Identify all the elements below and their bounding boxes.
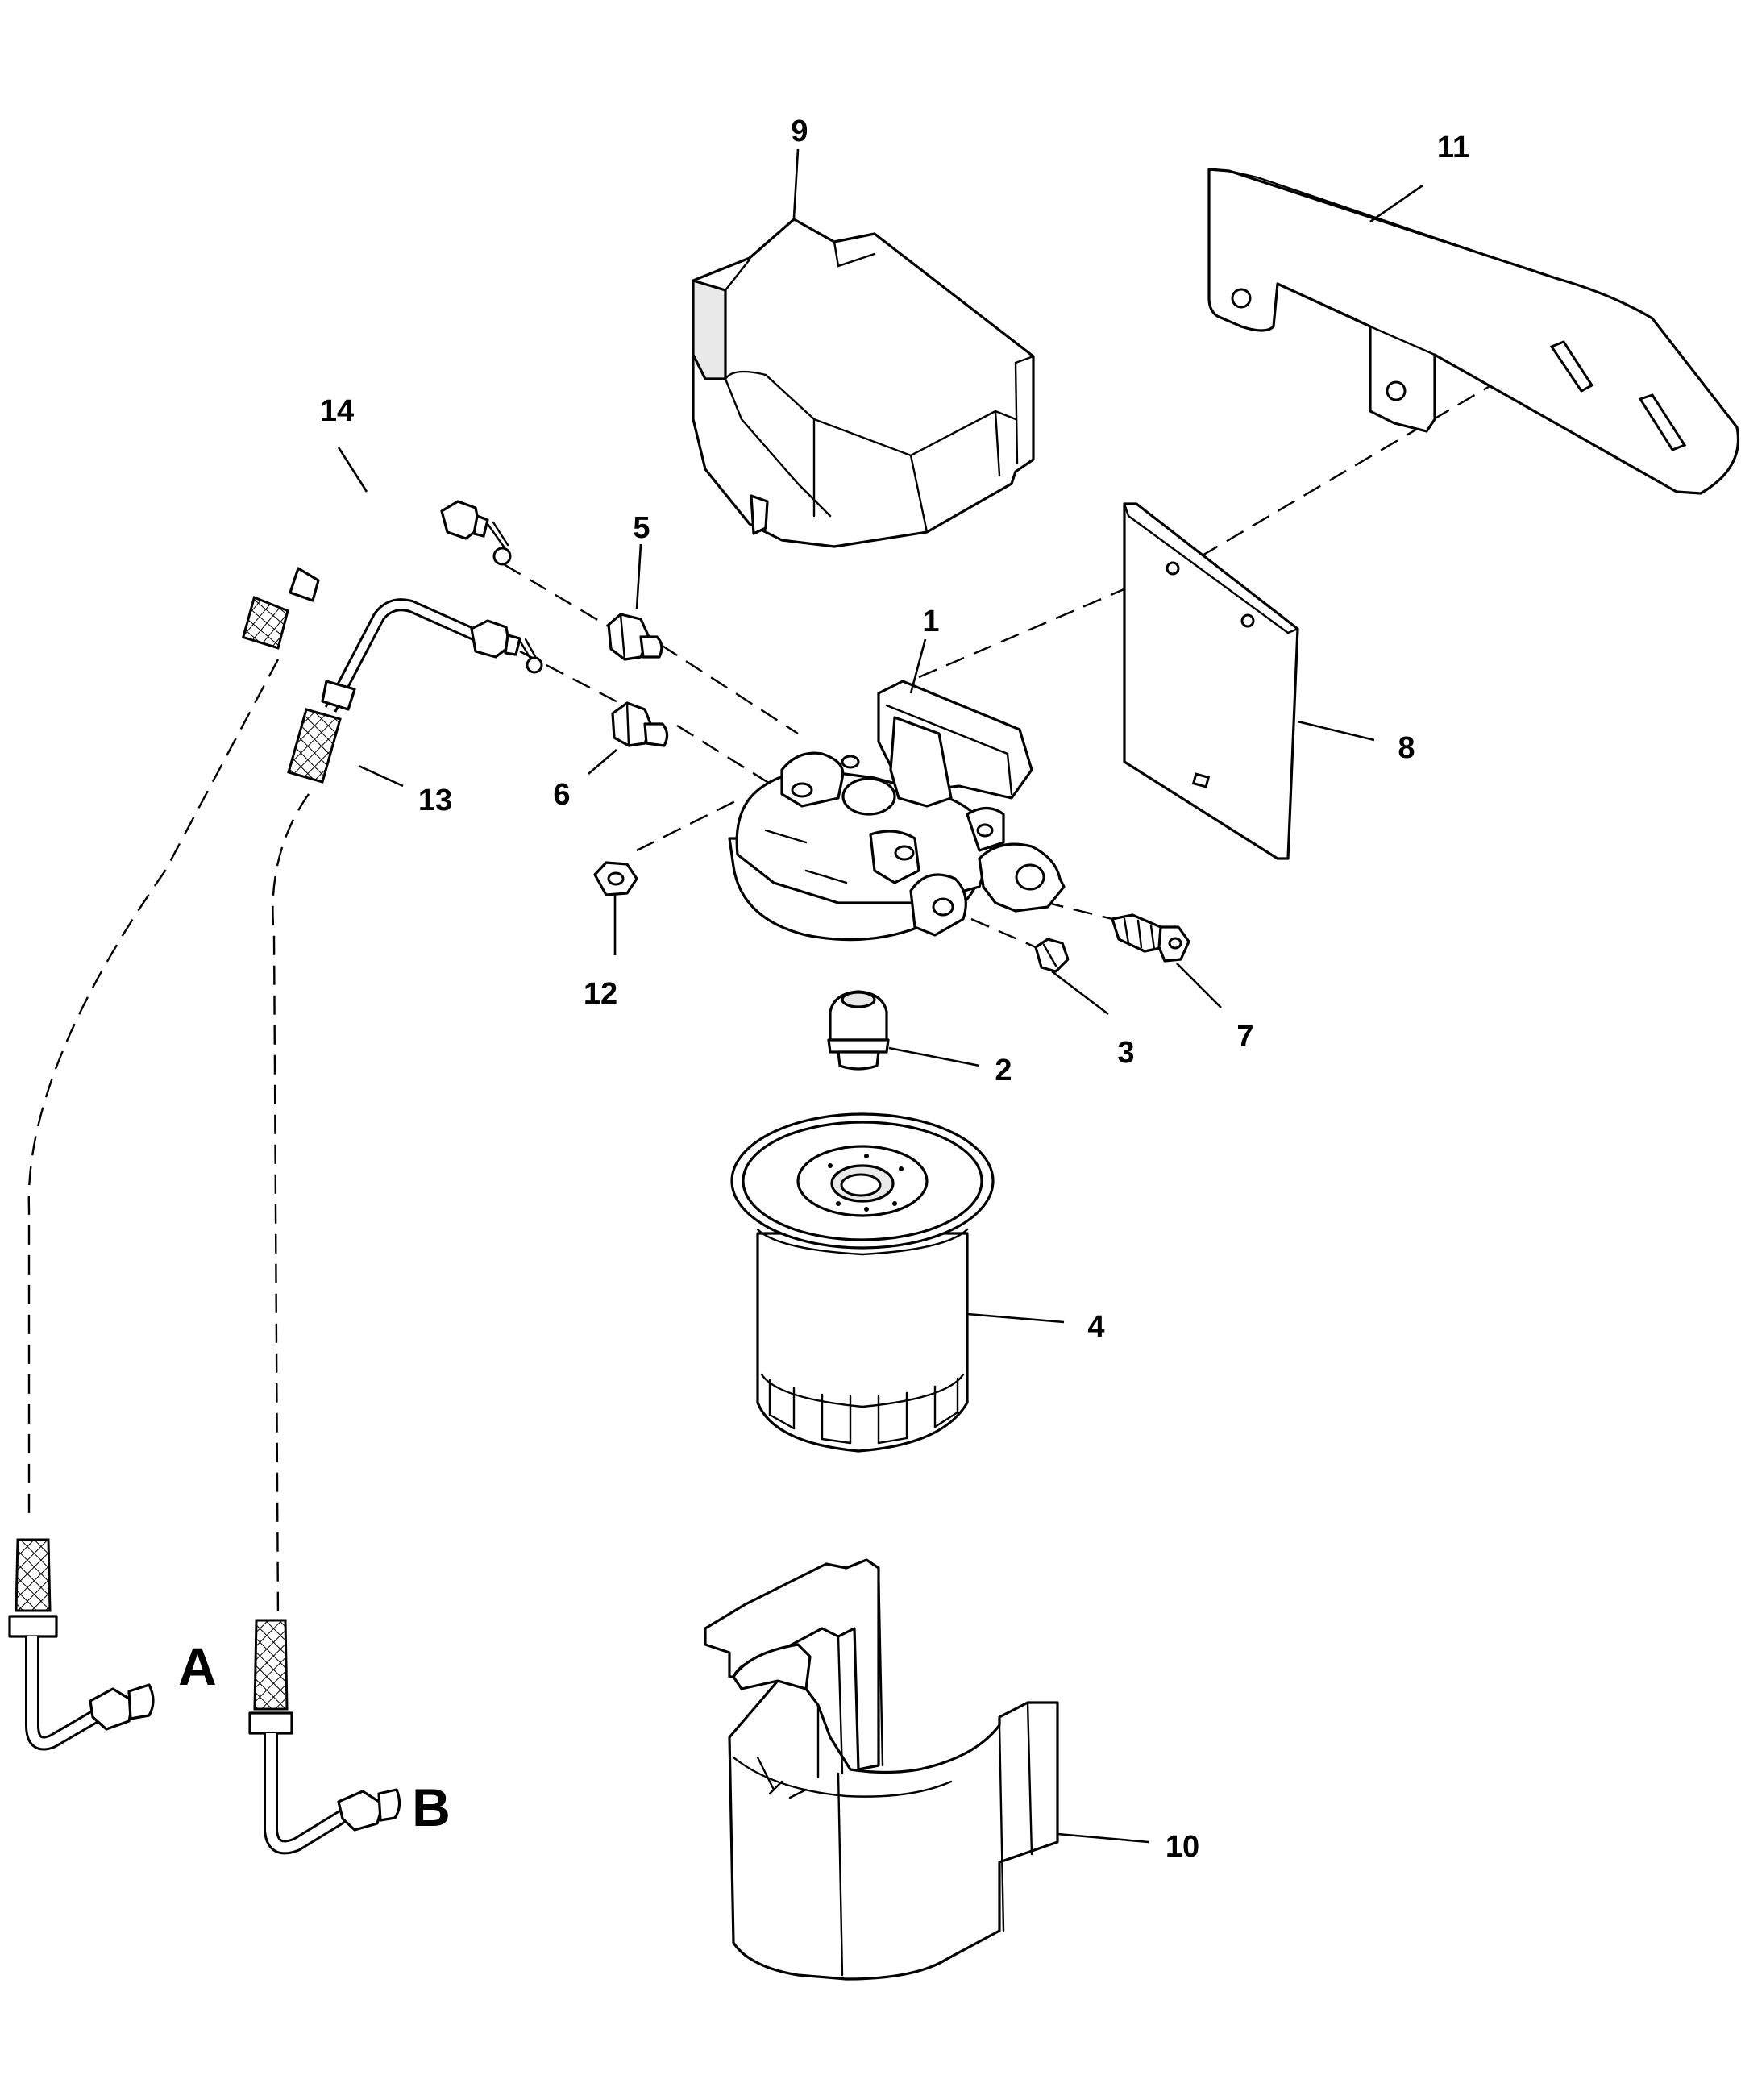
callout-3: 3 — [1117, 1036, 1134, 1070]
callout-7: 7 — [1236, 1020, 1253, 1054]
fuel-pipe-part-13 — [248, 598, 543, 1855]
callout-9: 9 — [791, 114, 808, 148]
upper-cover-part-9 — [692, 218, 1035, 548]
filter-head-part-1 — [728, 680, 1066, 942]
plug-part-3 — [1034, 938, 1070, 973]
callout-8: 8 — [1398, 731, 1415, 765]
callout-labels: 1 2 3 4 5 6 7 8 9 10 11 12 13 14 A B — [178, 114, 1469, 1864]
callout-2: 2 — [995, 1054, 1012, 1087]
gasket-plate-part-8 — [1123, 502, 1299, 860]
mounting-bracket-part-11 — [1207, 168, 1740, 495]
callout-10: 10 — [1166, 1830, 1199, 1864]
callout-5: 5 — [633, 511, 650, 545]
banjo-bolt-part-5 — [607, 613, 663, 661]
callout-6: 6 — [553, 778, 570, 812]
connection-label-a: A — [178, 1636, 217, 1696]
fuel-pipe-part-14 — [8, 481, 512, 1751]
callout-12: 12 — [584, 977, 617, 1011]
callout-13: 13 — [418, 784, 452, 817]
lower-cover-part-10 — [704, 1558, 1059, 1981]
callout-1: 1 — [922, 605, 939, 638]
callout-14: 14 — [320, 394, 354, 428]
connection-label-b: B — [412, 1778, 451, 1837]
adapter-nipple-part-2 — [827, 990, 890, 1071]
filter-cartridge-part-4 — [730, 1112, 995, 1453]
callout-11: 11 — [1437, 131, 1469, 164]
leader-lines — [337, 148, 1423, 1844]
bleed-screw-part-7 — [1111, 913, 1190, 963]
nut-part-12 — [593, 861, 638, 896]
callout-4: 4 — [1087, 1310, 1104, 1344]
banjo-bolt-part-6 — [611, 701, 669, 747]
